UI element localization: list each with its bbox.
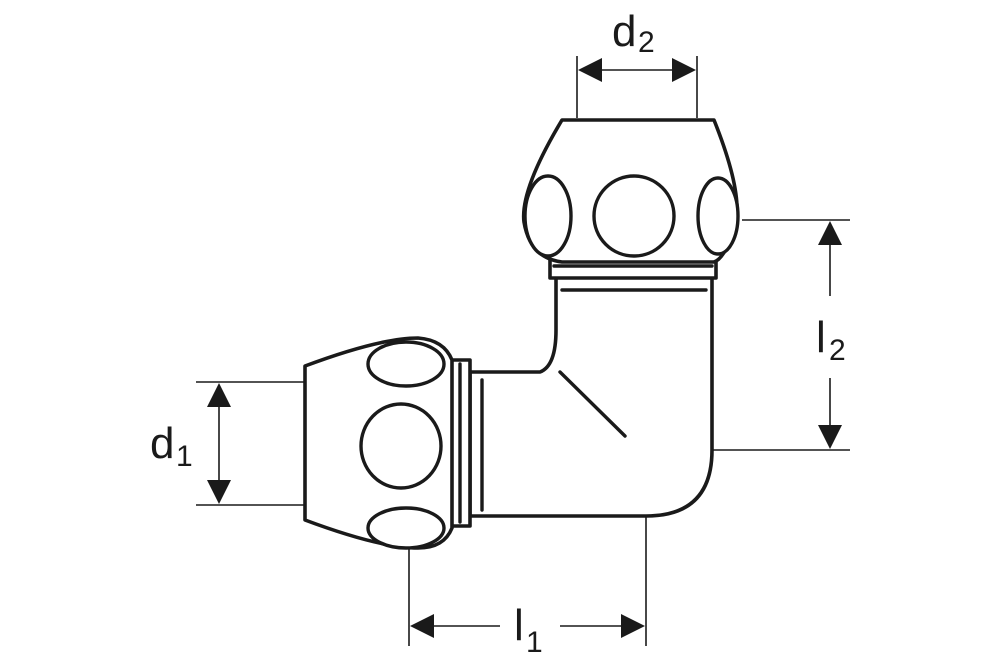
top-compression-nut [521, 118, 740, 280]
label-l2-symbol: l [816, 313, 826, 362]
elbow-body [468, 274, 714, 518]
label-l1-subscript: 1 [526, 626, 543, 659]
dimension-l1: l 1 [408, 516, 647, 659]
nut-ball-left [523, 174, 573, 258]
label-d2-symbol: d [612, 7, 636, 56]
label-d2-subscript: 2 [638, 26, 655, 59]
nut-ball-front [359, 402, 443, 490]
left-compression-nut [303, 336, 472, 550]
nut-ball-right [696, 176, 740, 256]
nut-ball-bottom [366, 506, 446, 550]
nut-ball-front [592, 174, 676, 258]
nut-ball-top [366, 340, 446, 388]
label-d1-subscript: 1 [176, 440, 193, 473]
dimension-d1: d 1 [150, 381, 305, 506]
label-d1-symbol: d [150, 419, 174, 468]
label-l1-symbol: l [514, 601, 524, 650]
dimension-d2: d 2 [576, 7, 698, 118]
dimension-l2: l 2 [712, 219, 850, 451]
label-l2-subscript: 2 [829, 334, 846, 367]
